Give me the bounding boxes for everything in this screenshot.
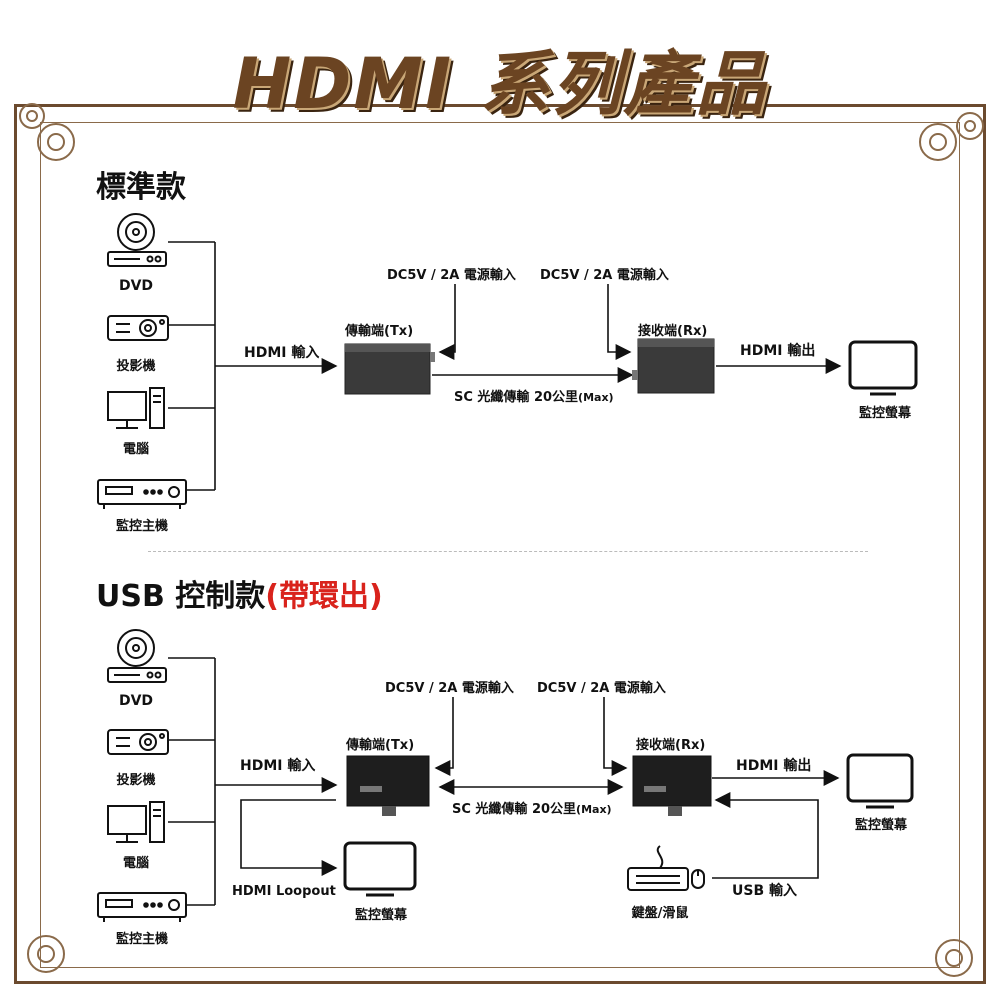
hdmi-in-label: HDMI 輸入: [240, 758, 316, 774]
source-label-dvr: 監控主機: [115, 932, 168, 947]
source-label-computer: 電腦: [122, 856, 149, 871]
section-heading-standard: 標準款: [96, 170, 186, 205]
tx-device: [346, 755, 430, 816]
keyboard-mouse-icon: [627, 845, 705, 891]
power-tx-label: DC5V / 2A 電源輸入: [385, 681, 514, 696]
source-label-projector: 投影機: [116, 359, 156, 374]
computer-icon: [107, 387, 165, 429]
dvd-icon: [107, 629, 167, 683]
rx-label: 接收端(Rx): [636, 738, 706, 753]
monitor-label: 監控螢幕: [858, 406, 911, 421]
dvd-icon: [107, 213, 167, 267]
tx-device: [344, 343, 435, 395]
monitor-label: 監控螢幕: [854, 818, 907, 833]
rx-label: 接收端(Rx): [638, 324, 708, 339]
section-heading-usb: USB 控制款(帶環出): [96, 579, 383, 614]
gear-icon: [27, 935, 65, 973]
gear-icon: [935, 939, 973, 977]
dvr-icon: [97, 892, 187, 922]
fiber-label: SC 光纖傳輸 20公里(Max): [454, 390, 614, 405]
rx-device: [632, 338, 715, 394]
power-rx-label: DC5V / 2A 電源輸入: [537, 681, 666, 696]
gear-icon: [919, 112, 984, 161]
loop-monitor-label: 監控螢幕: [354, 908, 407, 923]
gear-icon: [19, 103, 75, 161]
monitor-icon: [846, 753, 914, 809]
page-title: HDMI 系列產品: [232, 43, 768, 125]
monitor-icon: [343, 841, 417, 897]
usb-in-label: USB 輸入: [732, 883, 797, 899]
outer-frame: [14, 104, 986, 984]
inner-frame: [40, 122, 960, 968]
tx-label: 傳輸端(Tx): [345, 324, 414, 339]
source-label-dvd: DVD: [118, 278, 154, 294]
hdmi-out-label: HDMI 輸出: [736, 758, 812, 774]
projector-icon: [107, 729, 169, 755]
power-tx-label: DC5V / 2A 電源輸入: [387, 268, 516, 283]
hdmi-in-label: HDMI 輸入: [244, 345, 320, 361]
source-label-dvd: DVD: [118, 693, 154, 709]
loopout-label: HDMI Loopout: [232, 884, 336, 899]
hdmi-out-label: HDMI 輸出: [740, 343, 816, 359]
tx-label: 傳輸端(Tx): [346, 738, 415, 753]
monitor-icon: [848, 340, 918, 396]
computer-icon: [107, 801, 165, 843]
source-label-projector: 投影機: [116, 773, 156, 788]
power-rx-label: DC5V / 2A 電源輸入: [540, 268, 669, 283]
rx-device: [632, 755, 712, 816]
keyboard-mouse-label: 鍵盤/滑鼠: [631, 906, 689, 921]
dvr-icon: [97, 479, 187, 509]
projector-icon: [107, 315, 169, 341]
section-divider: [148, 551, 868, 552]
source-label-dvr: 監控主機: [115, 519, 168, 534]
source-label-computer: 電腦: [122, 442, 149, 457]
fiber-label: SC 光纖傳輸 20公里(Max): [452, 802, 612, 817]
